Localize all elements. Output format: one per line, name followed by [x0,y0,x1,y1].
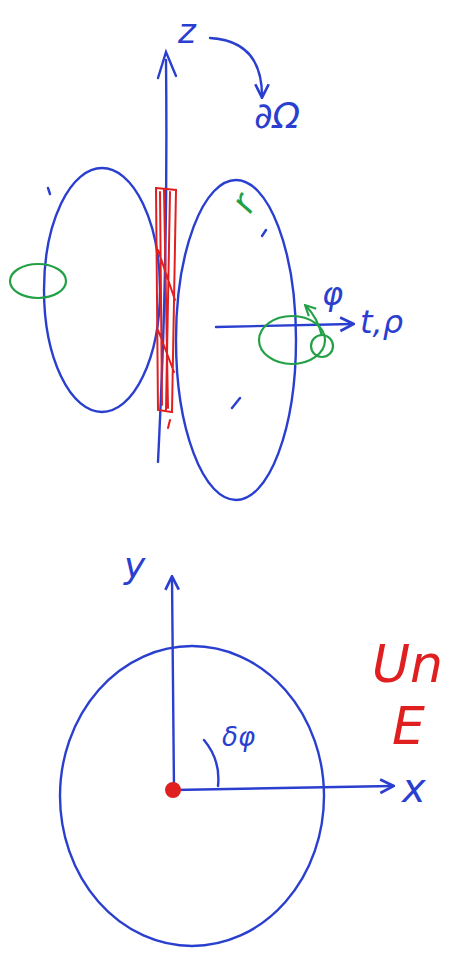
loop-marker [259,316,325,364]
direction-arrow [306,306,322,336]
tick [48,188,50,194]
angle-label: φ [322,278,343,310]
tick [262,230,266,236]
field-loop [176,180,296,500]
note-text: Un [372,638,443,690]
tick [232,398,240,408]
axis-label: t,ρ [360,306,403,338]
x-axis [174,786,392,790]
angle-arc [204,740,218,786]
wire-dot [166,783,180,797]
axis-label: x [402,768,426,808]
radial-axis [216,324,352,327]
axis-label: y [124,548,145,584]
angle-label: δφ [222,724,255,750]
wire-mark [168,420,170,428]
loop-marker [10,264,66,298]
current-wire [156,188,176,412]
axis-label: z [178,14,196,48]
loop-marker [311,335,333,357]
pointer-arrow [210,38,262,96]
cross-section [60,646,324,946]
z-axis-head [158,52,176,78]
radius-label: r [225,188,261,217]
y-axis [172,578,174,790]
note-text: E [392,700,425,752]
boundary-symbol: ∂Ω [254,98,300,134]
